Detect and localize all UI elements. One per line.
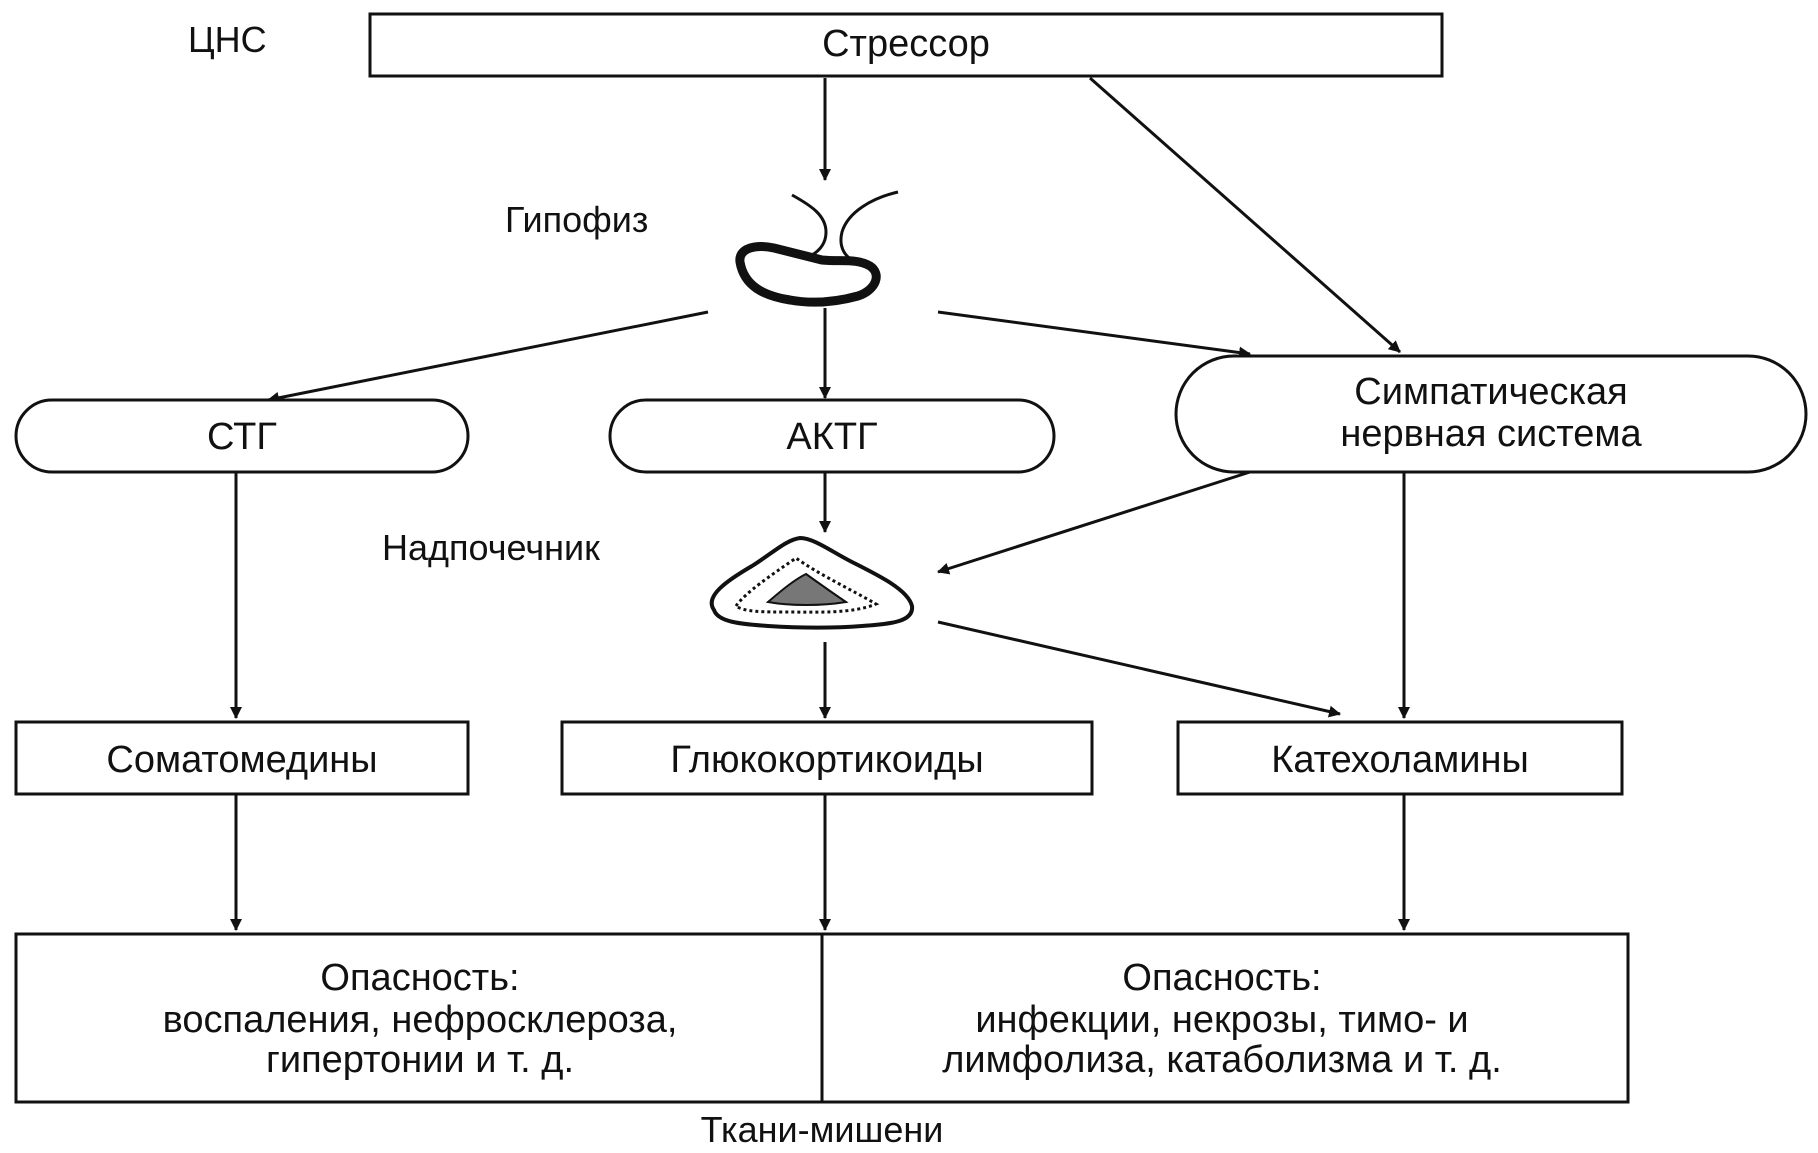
catecholamines-label: Катехоламины xyxy=(1271,739,1529,781)
edge-pituitary-to-stg xyxy=(267,310,709,404)
edge-adrenal-to-catecholamines xyxy=(937,620,1341,718)
danger-right-line3: лимфолиза, катаболизма и т. д. xyxy=(942,1039,1502,1081)
danger-left-line1: Опасность: xyxy=(320,957,519,999)
danger-right-line1: Опасность: xyxy=(1122,957,1321,999)
adrenal-icon xyxy=(709,535,915,630)
node-sympathetic: Симпатическая нервная система xyxy=(1174,354,1808,474)
edge-sympathetic-to-adrenal xyxy=(937,470,1251,575)
glucocorticoids-label: Глюкокортикоиды xyxy=(670,739,983,781)
node-somatomedins: Соматомедины xyxy=(14,720,470,796)
edge-pituitary-to-sympathetic xyxy=(937,310,1251,359)
actg-box xyxy=(608,398,1056,474)
pituitary-body xyxy=(735,242,881,307)
adrenal-core xyxy=(765,572,849,606)
somatomedins-label: Соматомедины xyxy=(106,739,377,781)
node-stg: СТГ xyxy=(14,398,470,474)
target-tissues-label: Ткани-мишени xyxy=(701,1109,944,1150)
danger-panel: Опасность: воспаления, нефросклероза, ги… xyxy=(14,932,1630,1104)
adrenal-label: Надпочечник xyxy=(382,527,600,568)
actg-label: АКТГ xyxy=(786,416,877,458)
danger-right-line2: инфекции, некрозы, тимо- и xyxy=(975,999,1468,1041)
node-stressor: Стрессор xyxy=(368,12,1444,78)
glucocorticoids-box xyxy=(560,720,1094,796)
catecholamines-box xyxy=(1176,720,1624,796)
stressor-label: Стрессор xyxy=(822,23,990,65)
cns-label: ЦНС xyxy=(188,19,267,60)
edge-stressor-to-sympathetic xyxy=(1089,76,1401,354)
edges xyxy=(230,76,1410,931)
node-glucocorticoids: Глюкокортикоиды xyxy=(560,720,1094,796)
sympathetic-box xyxy=(1174,354,1808,474)
pituitary-icon xyxy=(735,190,899,307)
somatomedins-box xyxy=(14,720,470,796)
sympathetic-label-line1: Симпатическая xyxy=(1354,371,1627,413)
danger-left-line3: гипертонии и т. д. xyxy=(266,1039,574,1081)
danger-left-line2: воспаления, нефросклероза, xyxy=(163,999,678,1041)
node-actg: АКТГ xyxy=(608,398,1056,474)
stg-box xyxy=(14,398,470,474)
sympathetic-label-line2: нервная система xyxy=(1340,413,1642,455)
pituitary-label: Гипофиз xyxy=(505,199,648,240)
stressor-box xyxy=(368,12,1444,78)
stg-label: СТГ xyxy=(207,416,277,458)
node-catecholamines: Катехоламины xyxy=(1176,720,1624,796)
